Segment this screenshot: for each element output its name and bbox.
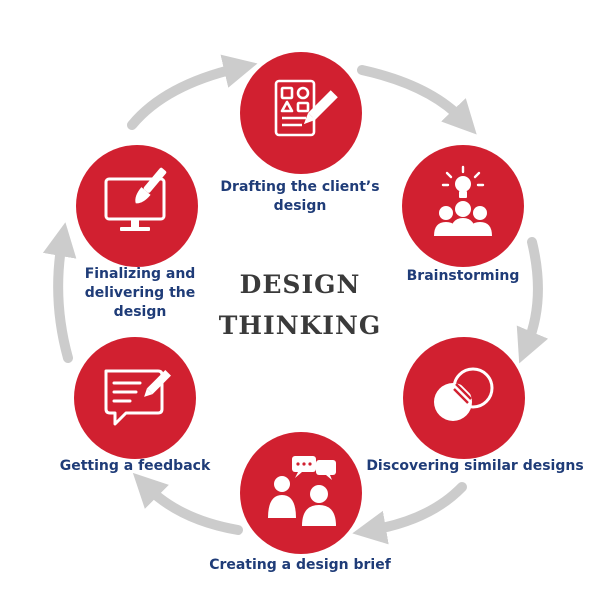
diagram-title-line2: THINKING (218, 311, 382, 340)
feedback-message-icon (104, 369, 171, 426)
step-creating-brief-label: Creating a design brief (209, 557, 391, 573)
lightbulb-team-icon (434, 165, 492, 236)
step-finalizing-node (76, 145, 198, 267)
arrow-2-to-3 (516, 237, 549, 364)
step-brainstorming-node (402, 145, 524, 267)
step-discovering-node (403, 337, 525, 459)
step-brainstorming-label: Brainstorming (406, 268, 520, 284)
arrow-1-to-2 (357, 65, 477, 135)
arrow-4-to-5 (132, 472, 243, 535)
arrow-3-to-4 (352, 482, 467, 545)
step-feedback-node (74, 337, 196, 459)
diagram-title-line1: DESIGN (239, 270, 361, 299)
step-drafting-label: Drafting the client’s design (220, 179, 380, 214)
monitor-paintbrush-icon (104, 167, 167, 231)
step-creating-brief-node (240, 432, 362, 554)
step-feedback-label: Getting a feedback (59, 458, 211, 474)
step-finalizing-label: Finalizing and delivering the design (84, 266, 196, 320)
arrow-6-to-1 (127, 54, 258, 130)
document-shapes-pencil-icon (274, 79, 338, 137)
step-drafting-node (240, 52, 362, 174)
people-speech-bubbles-icon (268, 456, 336, 526)
arrow-5-to-6 (42, 222, 77, 363)
overlapping-circles-icon (434, 367, 494, 421)
step-discovering-label: Discovering similar designs (366, 458, 584, 474)
